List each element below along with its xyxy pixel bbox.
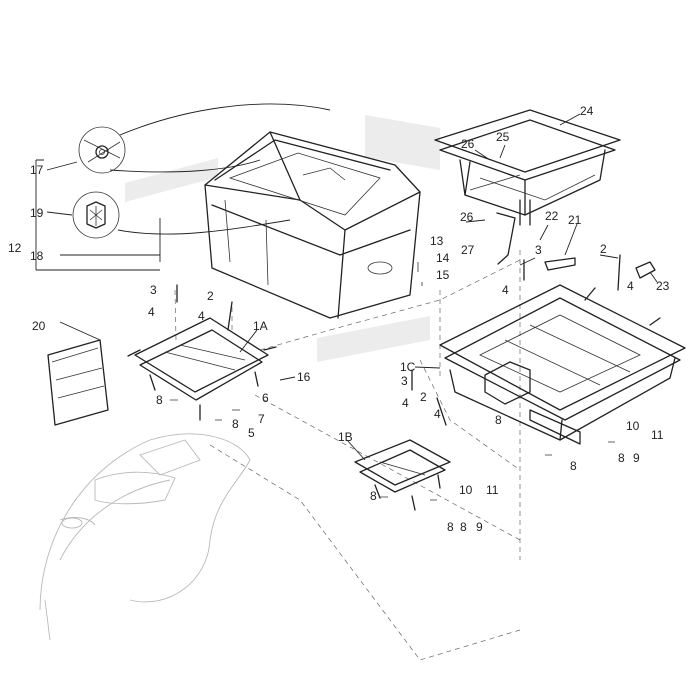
- leader-lines: [35, 113, 658, 461]
- callout-11a: 11: [651, 428, 664, 442]
- callout-9b: 9: [476, 520, 483, 534]
- rack-1b: [354, 439, 451, 511]
- callout-1b: 1B: [338, 430, 353, 444]
- callout-5: 5: [248, 426, 255, 440]
- callout-16: 16: [297, 370, 311, 384]
- callout-8a: 8: [156, 393, 163, 407]
- callout-3c: 3: [401, 374, 408, 388]
- callout-26b: 26: [460, 210, 474, 224]
- callout-1a: 1A: [253, 319, 268, 333]
- callout-10b: 10: [459, 483, 473, 497]
- callout-2c: 2: [420, 390, 427, 404]
- callout-14: 14: [436, 251, 450, 265]
- callout-20: 20: [32, 319, 46, 333]
- scooter-ghost: [39, 433, 251, 641]
- callout-labels: 17 19 12 18 20 3 2 4 4 1A 16 8 6 7 8 5 1…: [8, 104, 670, 534]
- callout-4f: 4: [434, 407, 441, 421]
- callout-17: 17: [30, 163, 44, 177]
- callout-11b: 11: [486, 483, 499, 497]
- callout-26a: 26: [461, 137, 475, 151]
- callout-8f: 8: [370, 489, 377, 503]
- detail-circle-17: [78, 126, 126, 174]
- callout-8b: 8: [232, 417, 239, 431]
- callout-4c: 4: [502, 283, 509, 297]
- callout-23: 23: [656, 279, 670, 293]
- assembly-dashed-lines: [174, 250, 521, 661]
- callout-8d: 8: [618, 451, 625, 465]
- bag-20: [47, 339, 109, 426]
- callout-13: 13: [430, 234, 444, 248]
- callout-6: 6: [262, 391, 269, 405]
- callout-10a: 10: [626, 419, 640, 433]
- callout-19: 19: [30, 206, 44, 220]
- callout-1c: 1C: [400, 360, 416, 374]
- top-case: [204, 131, 421, 319]
- callout-3b: 3: [535, 243, 542, 257]
- callout-12: 12: [8, 241, 22, 255]
- callout-4b: 4: [198, 309, 205, 323]
- backing-strips: [125, 115, 440, 362]
- callout-4e: 4: [402, 396, 409, 410]
- callout-3a: 3: [150, 283, 157, 297]
- callout-25: 25: [496, 130, 510, 144]
- callout-2b: 2: [600, 242, 607, 256]
- callout-27: 27: [461, 243, 475, 257]
- callout-8h: 8: [460, 520, 467, 534]
- rear-rack-large: [439, 284, 686, 445]
- callout-8g: 8: [447, 520, 454, 534]
- callout-2a: 2: [207, 289, 214, 303]
- detail-circle-19: [72, 191, 120, 239]
- callout-4a: 4: [148, 305, 155, 319]
- callout-18: 18: [30, 249, 44, 263]
- callout-4d: 4: [627, 279, 634, 293]
- rack-1a: [127, 317, 277, 421]
- callout-24: 24: [580, 104, 594, 118]
- callout-8c: 8: [495, 413, 502, 427]
- callout-15: 15: [436, 268, 450, 282]
- connector-curves: [109, 103, 331, 235]
- callout-21: 21: [568, 213, 582, 227]
- callout-22: 22: [545, 209, 559, 223]
- basket-small: [434, 109, 621, 265]
- hardware: [170, 254, 656, 501]
- callout-8e: 8: [570, 459, 577, 473]
- callout-7: 7: [258, 412, 265, 426]
- callout-9a: 9: [633, 451, 640, 465]
